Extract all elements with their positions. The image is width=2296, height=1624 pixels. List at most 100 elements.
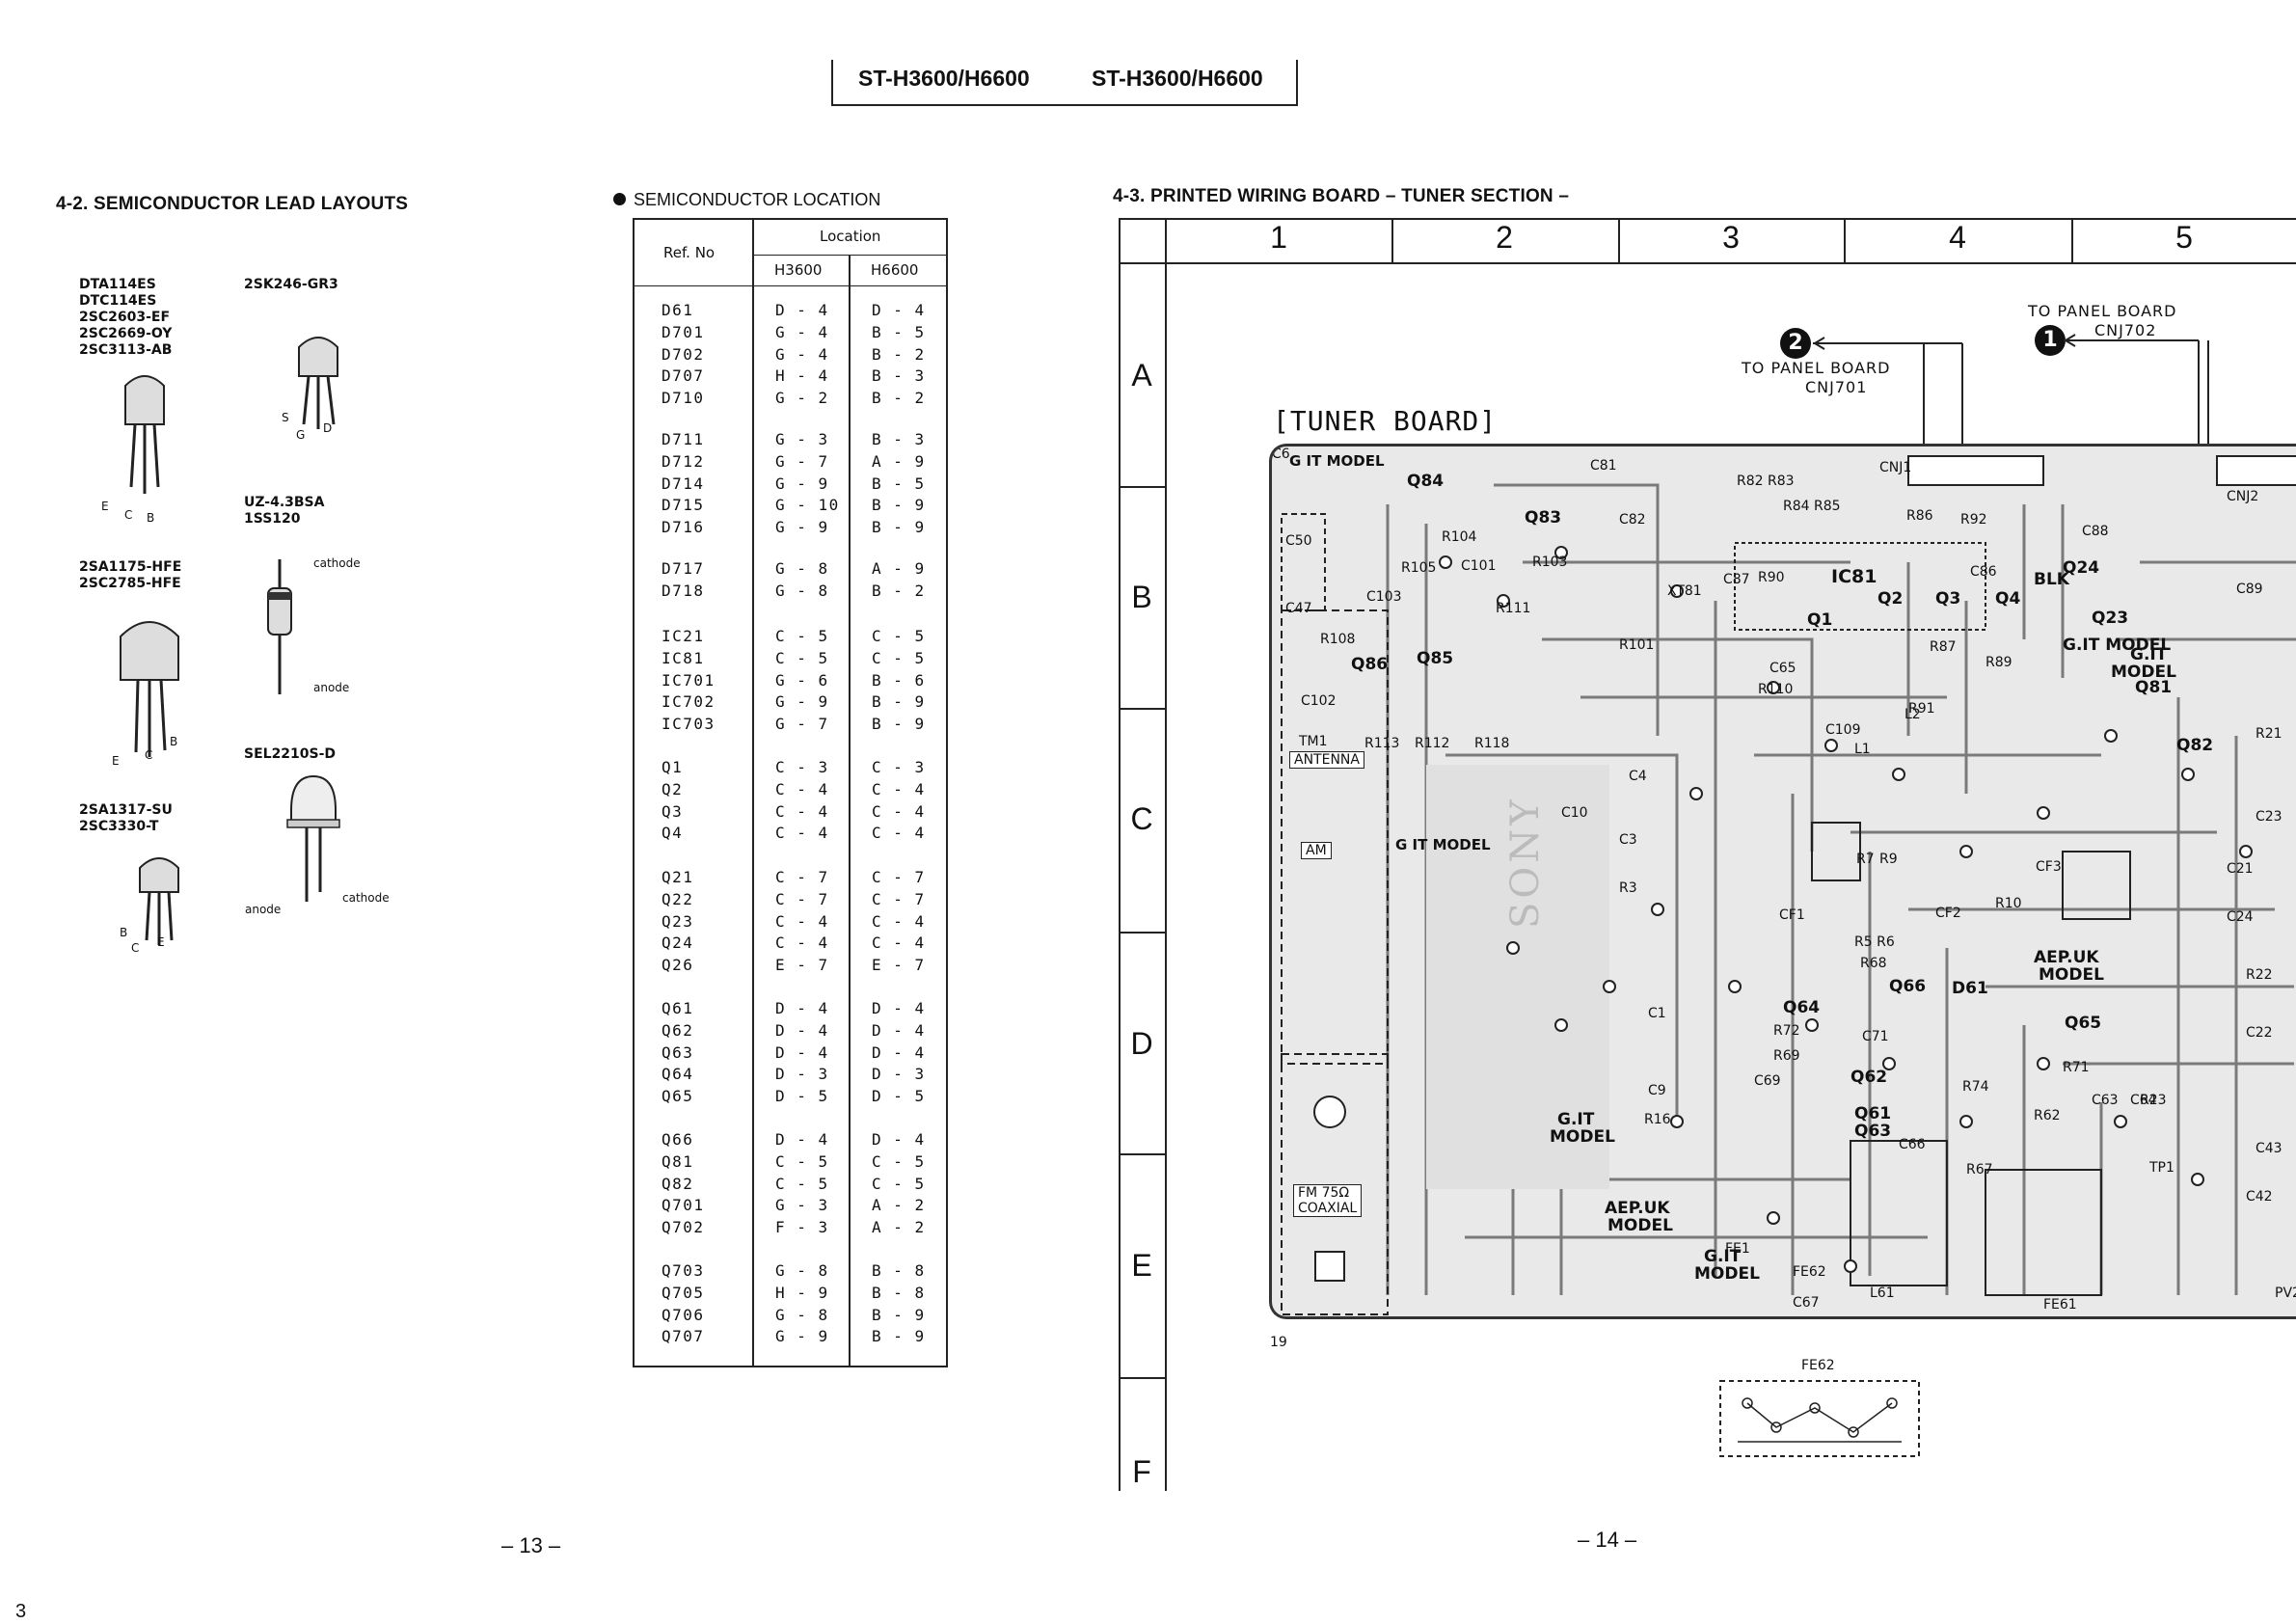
fm-coaxial-box: FM 75Ω COAXIAL xyxy=(1293,1184,1363,1217)
ref-no-cell: IC703 xyxy=(662,715,716,734)
h6600-cell: C - 7 xyxy=(872,868,926,886)
ref-no-cell: Q701 xyxy=(662,1196,705,1215)
h3600-cell: G - 9 xyxy=(775,1327,829,1346)
label-c109: C109 xyxy=(1825,722,1861,738)
transistor-drawing-1 xyxy=(124,375,165,494)
label-c88: C88 xyxy=(2082,524,2109,539)
h6600-cell: D - 3 xyxy=(872,1065,926,1084)
label-cf3: CF3 xyxy=(2036,859,2062,875)
label-r16: R16 xyxy=(1644,1112,1671,1127)
ref-no-cell: D714 xyxy=(662,474,705,493)
label-c63: C63 xyxy=(2092,1093,2119,1108)
ref-no-cell: D707 xyxy=(662,366,705,386)
label-r104: R104 xyxy=(1442,529,1477,545)
h3600-cell: G - 3 xyxy=(775,1196,829,1215)
ref-no-cell: D718 xyxy=(662,581,705,600)
part-label: UZ-4.3BSA xyxy=(244,495,325,510)
page-number-left: – 13 – xyxy=(501,1533,561,1557)
sony-logo: SONY xyxy=(1503,796,1548,929)
ref-no-cell: Q707 xyxy=(662,1327,705,1346)
ref-no-cell: IC21 xyxy=(662,627,705,645)
h6600-cell: B - 9 xyxy=(872,496,926,515)
ref-no-cell: D712 xyxy=(662,451,705,471)
page-corner-number: 3 xyxy=(15,1601,27,1622)
label-q1: Q1 xyxy=(1807,610,1833,630)
label-r89: R89 xyxy=(1985,655,2012,670)
label-r23: R23 xyxy=(2140,1093,2167,1108)
marker-2: 2 xyxy=(1780,328,1811,359)
label-tm1: TM1 xyxy=(1299,734,1328,749)
h3600-cell: G - 9 xyxy=(775,518,829,537)
h6600-cell: D - 4 xyxy=(872,1020,926,1040)
label-q82: Q82 xyxy=(2176,736,2214,755)
label-fm: FM 75Ω xyxy=(1298,1185,1350,1201)
label-q86: Q86 xyxy=(1351,655,1389,674)
label-cnj2: CNJ2 xyxy=(2227,489,2259,504)
label-l2: L2 xyxy=(1904,707,1921,722)
label-c9: C9 xyxy=(1648,1083,1666,1098)
ref-no-cell: Q65 xyxy=(662,1087,694,1106)
anode-label: anode xyxy=(313,681,350,694)
h6600-cell: D - 4 xyxy=(872,1042,926,1062)
label-r72: R72 xyxy=(1773,1023,1800,1039)
label-c10: C10 xyxy=(1561,805,1588,821)
lead-group-2-labels: 2SK246-GR3 xyxy=(244,277,338,293)
pin-s: S xyxy=(282,411,289,424)
ref-no-cell: Q66 xyxy=(662,1130,694,1149)
label-c66: C66 xyxy=(1899,1137,1926,1152)
row-c: C xyxy=(1130,801,1153,836)
h6600-cell: B - 2 xyxy=(872,344,926,364)
h6600-cell: C - 4 xyxy=(872,779,926,798)
label-fe61: FE61 xyxy=(2043,1297,2077,1313)
label-c1: C1 xyxy=(1648,1006,1666,1021)
label-c102: C102 xyxy=(1301,693,1337,709)
transistor-drawing-3 xyxy=(120,621,179,757)
ref-no-cell: Q62 xyxy=(662,1020,694,1040)
anode-label: anode xyxy=(245,903,282,916)
board-name: [TUNER BOARD] xyxy=(1273,405,1498,437)
h3600-cell: D - 5 xyxy=(775,1087,829,1106)
label-r62: R62 xyxy=(2034,1108,2061,1123)
label-r101: R101 xyxy=(1619,637,1655,653)
h3600-cell: G - 9 xyxy=(775,692,829,712)
h3600-cell: G - 8 xyxy=(775,581,829,600)
h3600-cell: G - 8 xyxy=(775,1305,829,1324)
label-r7: R7 xyxy=(1856,852,1875,867)
label-c89: C89 xyxy=(2236,582,2263,597)
col-4: 4 xyxy=(1949,220,1966,255)
col-ref: Ref. No xyxy=(663,244,716,261)
pin-b: B xyxy=(170,735,178,748)
to-panel-label-2: TO PANEL BOARD xyxy=(2028,302,2177,320)
pin-d: D xyxy=(323,421,333,435)
label-fe1: FE1 xyxy=(1725,1241,1750,1257)
label-r84r85: R84 R85 xyxy=(1783,499,1841,514)
label-coaxial: COAXIAL xyxy=(1298,1201,1358,1216)
label-r92: R92 xyxy=(1960,512,1987,528)
label-cnj1: CNJ1 xyxy=(1879,460,1912,475)
h3600-cell: C - 4 xyxy=(775,911,829,931)
header-model-right: ST-H3600/H6600 xyxy=(1092,66,1263,91)
fe62-detail-label: FE62 xyxy=(1801,1358,1835,1373)
label-q23: Q23 xyxy=(2092,609,2129,628)
label-git-model-7: G.IT xyxy=(1704,1247,1742,1266)
h3600-cell: G - 10 xyxy=(775,496,840,515)
col-5: 5 xyxy=(2175,220,2193,255)
label-xt81: XT81 xyxy=(1667,583,1702,599)
page-number-right: – 14 – xyxy=(1578,1528,1637,1552)
ref-no-cell: Q702 xyxy=(662,1218,705,1237)
h6600-cell: B - 3 xyxy=(872,430,926,448)
ref-no-cell: D61 xyxy=(662,301,694,319)
label-aep-uk-1b: MODEL xyxy=(1607,1216,1673,1235)
ref-no-cell: Q24 xyxy=(662,934,694,953)
